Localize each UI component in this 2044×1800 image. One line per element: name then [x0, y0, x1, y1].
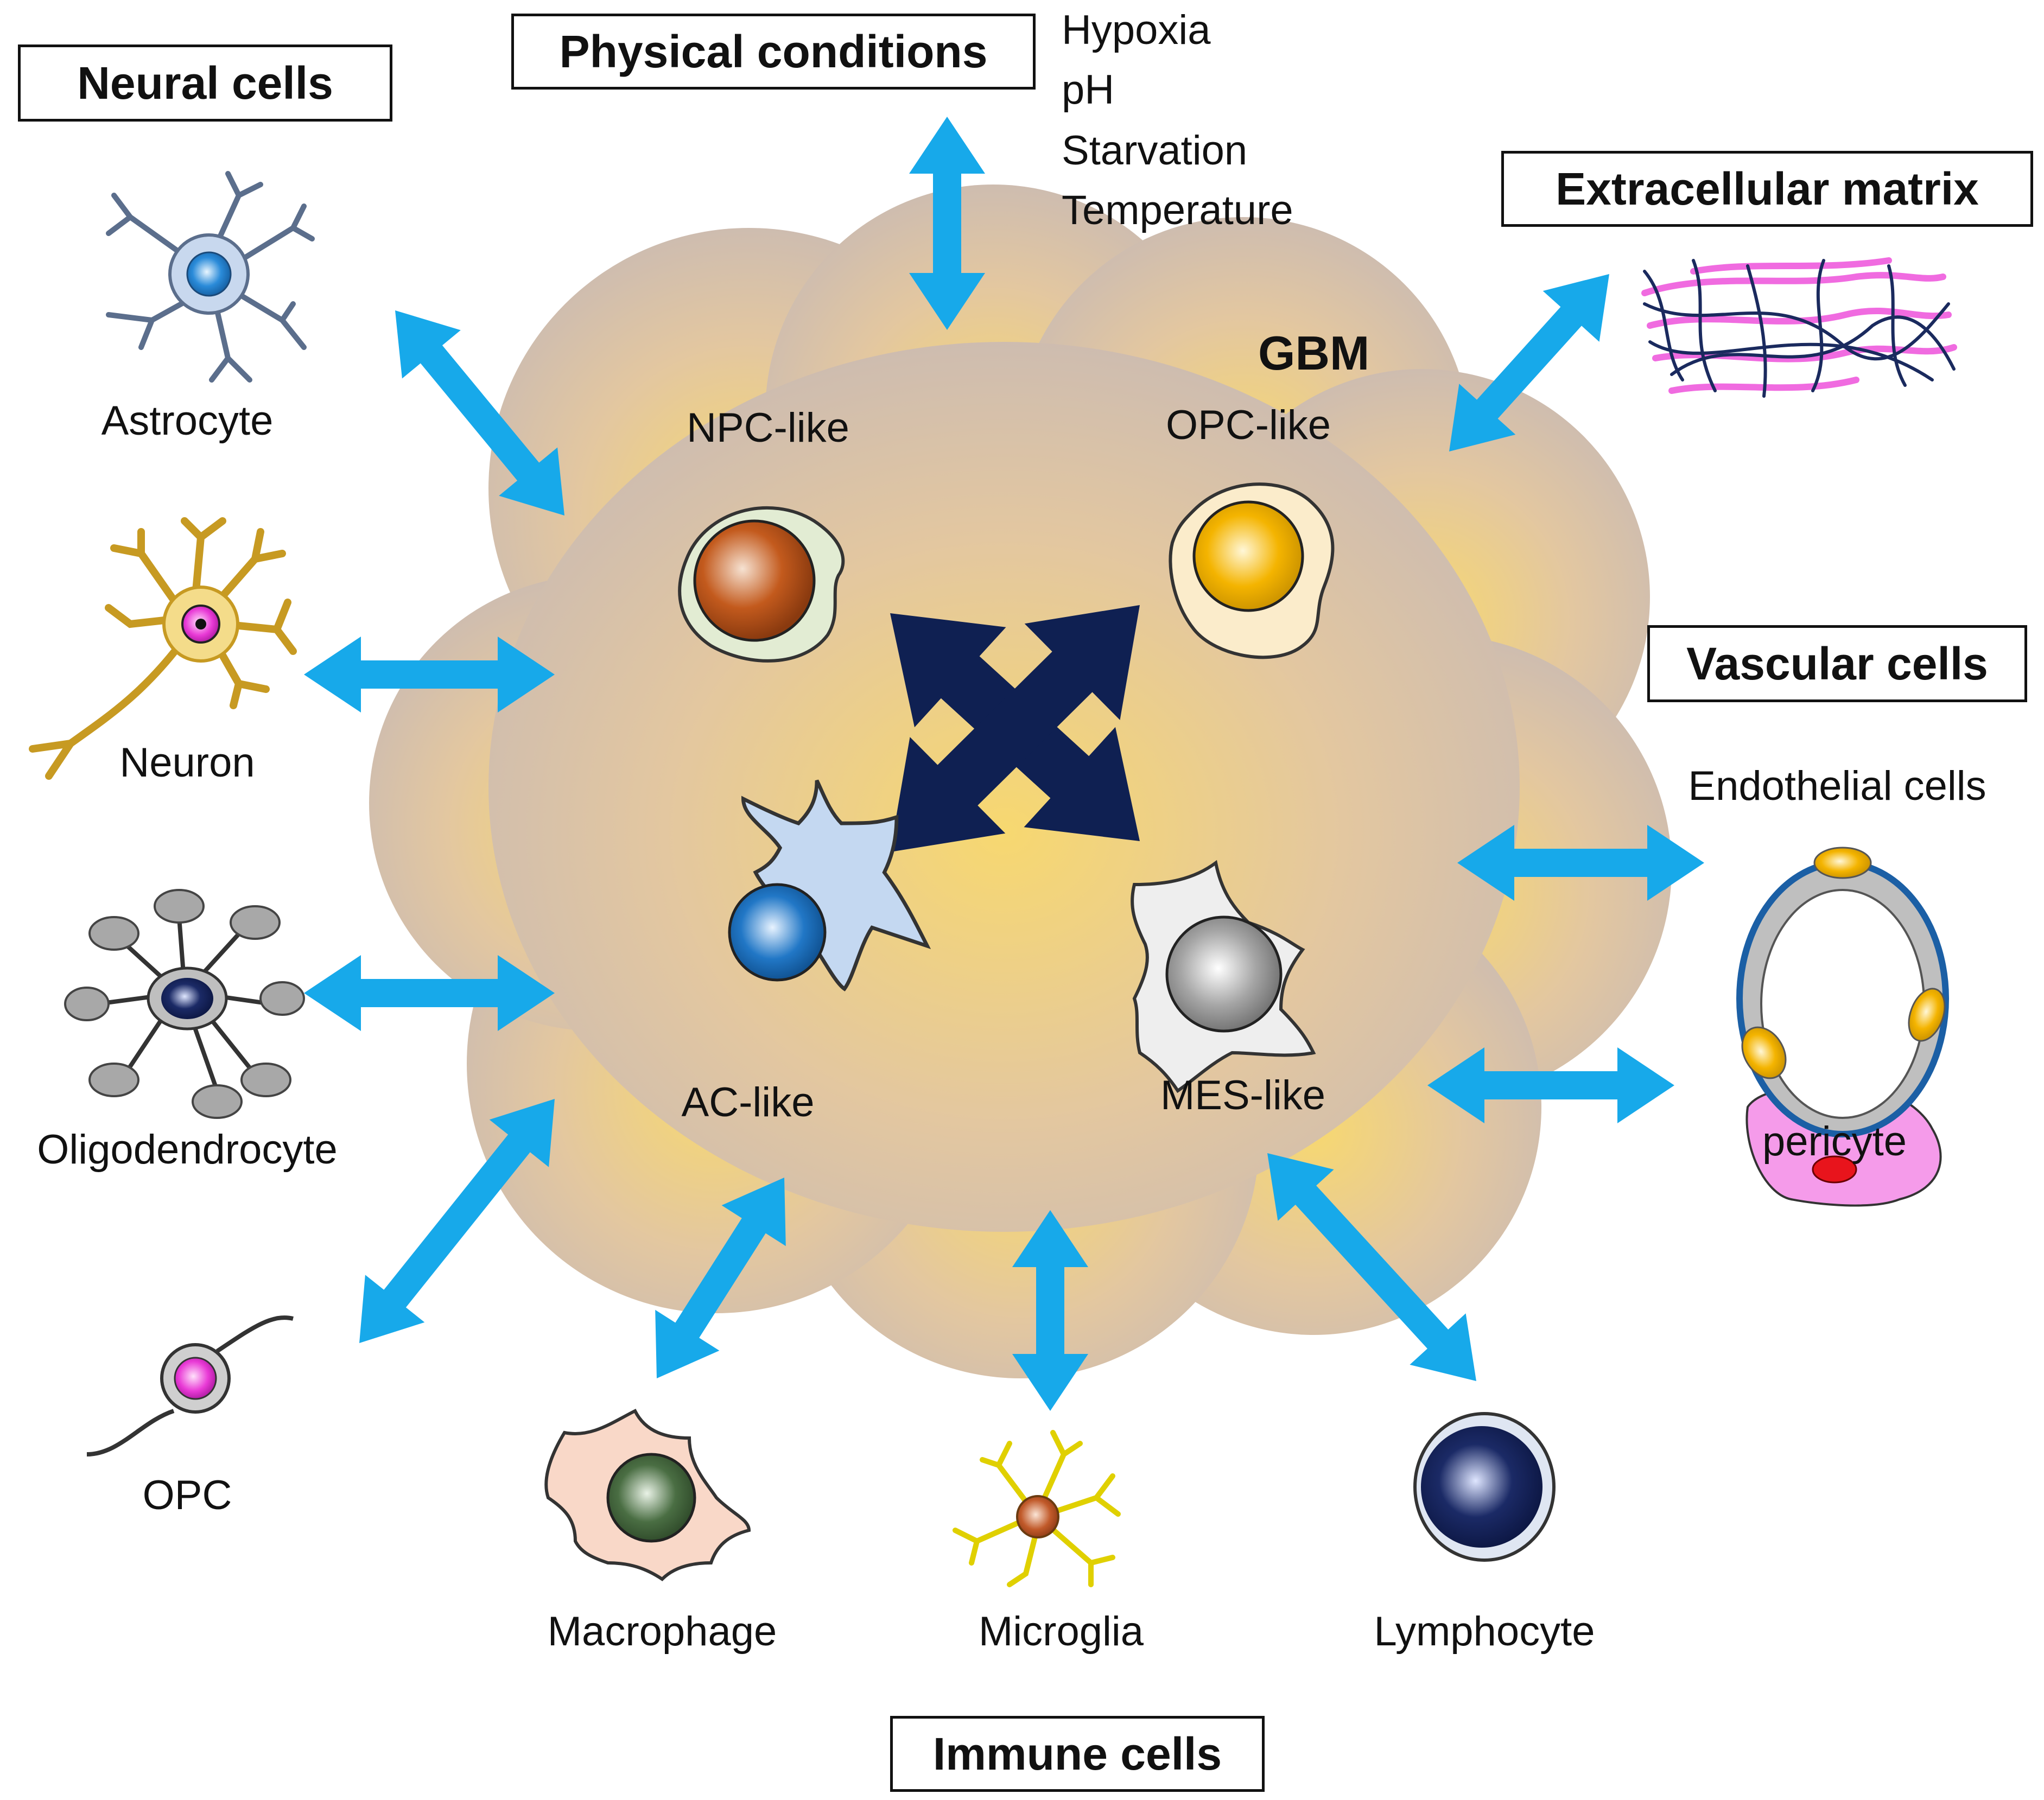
heading-immune-cells: Immune cells — [890, 1716, 1265, 1792]
pericyte-label: pericyte — [1762, 1118, 1907, 1165]
arrow-lymphocyte — [1267, 1153, 1476, 1381]
macrophage-cell — [544, 1408, 751, 1581]
endothelial-cells-label: Endothelial cells — [1688, 763, 1986, 809]
mes-like-cell — [1131, 860, 1316, 1093]
gbm-tumor-cloud — [369, 185, 1672, 1378]
arrow-extracellular-matrix — [1449, 274, 1609, 451]
arrow-neuron — [304, 637, 555, 713]
npc-like-cell — [678, 506, 845, 663]
condition-hypoxia: Hypoxia — [1062, 7, 1211, 53]
oligodendrocyte-label: Oligodendrocyte — [37, 1127, 338, 1173]
ac-like-cell — [728, 779, 931, 991]
heading-vascular-cells: Vascular cells — [1647, 625, 2027, 702]
astrocyte-cell — [106, 171, 315, 383]
oligodendrocyte-cell — [64, 889, 305, 1119]
lymphocyte-label: Lymphocyte — [1374, 1608, 1595, 1655]
neuron-cell — [29, 517, 297, 780]
opc-label: OPC — [142, 1472, 232, 1518]
astrocyte-label: Astrocyte — [101, 398, 274, 444]
microglia-label: Microglia — [978, 1608, 1144, 1655]
heading-physical-conditions: Physical conditions — [511, 14, 1036, 90]
condition-temperature: Temperature — [1062, 187, 1293, 233]
blood-vessel — [1736, 847, 1949, 1207]
arrow-opc — [359, 1099, 555, 1343]
npc-like-label: NPC-like — [687, 405, 849, 451]
extracellular-matrix-fibers — [1641, 257, 1957, 398]
opc-cell — [86, 1315, 294, 1456]
arrow-astrocyte — [395, 310, 564, 516]
opc-like-label: OPC-like — [1165, 402, 1331, 448]
macrophage-label: Macrophage — [547, 1608, 777, 1655]
heading-neural-cells: Neural cells — [18, 44, 392, 122]
opc-like-cell — [1169, 482, 1335, 659]
arrow-endothelial — [1457, 825, 1704, 901]
neuron-label: Neuron — [119, 740, 255, 786]
gbm-label: GBM — [1258, 326, 1370, 380]
ac-like-label: AC-like — [681, 1079, 815, 1125]
lymphocyte-cell — [1413, 1412, 1556, 1562]
condition-starvation: Starvation — [1062, 128, 1248, 174]
arrow-pericyte — [1427, 1047, 1674, 1123]
arrow-macrophage — [655, 1178, 786, 1378]
microglia-cell — [953, 1430, 1121, 1587]
arrow-opc-to-ac — [890, 605, 1140, 852]
plasticity-arrows — [890, 605, 1140, 852]
interaction-arrows — [304, 117, 1704, 1411]
arrow-physical-conditions — [909, 117, 985, 330]
arrow-oligodendrocyte — [304, 955, 555, 1031]
condition-ph: pH — [1062, 67, 1115, 113]
mes-like-label: MES-like — [1160, 1072, 1326, 1118]
arrow-microglia — [1012, 1210, 1088, 1411]
heading-extracellular-matrix: Extracellular matrix — [1501, 151, 2033, 227]
